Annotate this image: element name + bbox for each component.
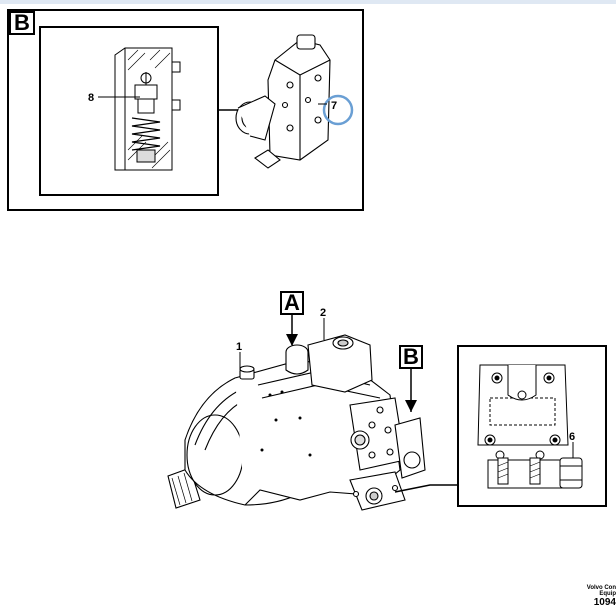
footer-company: Volvo Con bbox=[586, 584, 616, 591]
valve-body bbox=[235, 34, 331, 169]
footer-credit: Volvo Con Equip 1094 bbox=[587, 585, 616, 608]
item-number-8: 8 bbox=[88, 92, 94, 104]
item-number-1: 1 bbox=[236, 341, 242, 353]
item-number-2: 2 bbox=[320, 307, 326, 319]
callout-a-arrowhead bbox=[286, 334, 298, 346]
port-plate-detail bbox=[477, 364, 583, 489]
footer-ref: 1094 bbox=[593, 596, 616, 608]
top-strip bbox=[0, 0, 616, 4]
detail-view-label: B bbox=[14, 10, 30, 35]
footer-dept: Equip bbox=[599, 591, 616, 598]
highlight-circle bbox=[322, 94, 354, 126]
detail-view-frame bbox=[7, 9, 364, 211]
item-number-7: 7 bbox=[331, 100, 337, 112]
detail-view-b: B 8 bbox=[7, 9, 364, 211]
callout-b-label: B bbox=[403, 344, 419, 369]
valve-cutaway bbox=[114, 47, 181, 171]
callout-a-label: A bbox=[284, 290, 300, 315]
item-number-6: 6 bbox=[569, 431, 575, 443]
callout-b-arrowhead bbox=[405, 400, 417, 412]
hydraulic-motor bbox=[167, 334, 426, 511]
side-detail-connector bbox=[394, 484, 458, 493]
detail-view-label-box bbox=[9, 11, 35, 35]
main-assembly: A B bbox=[167, 290, 458, 511]
side-detail-view: 6 bbox=[457, 345, 607, 507]
